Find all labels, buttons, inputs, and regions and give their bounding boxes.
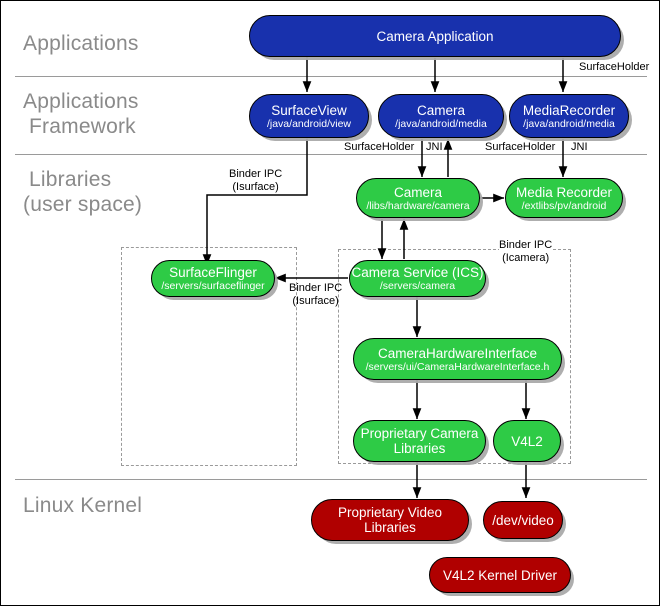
node-title: SurfaceFlinger [169, 265, 257, 280]
node-title: V4L2 Kernel Driver [442, 567, 558, 583]
node-title: /dev/video [492, 512, 554, 528]
node-subtitle: /java/android/media [395, 117, 487, 130]
node-title: Camera Service (ICS) [351, 265, 484, 280]
node-camera-native[interactable]: Camera /libs/hardware/camera [356, 178, 480, 218]
layer-label-linux-kernel: Linux Kernel [23, 494, 143, 517]
node-camera-hardware-interface[interactable]: CameraHardwareInterface /servers/ui/Came… [353, 338, 562, 380]
divider-libraries [15, 479, 647, 480]
node-mediarecorder-java[interactable]: MediaRecorder /java/android/media [509, 94, 629, 138]
node-v4l2[interactable]: V4L2 [493, 420, 561, 462]
node-title: Proprietary Camera Libraries [360, 426, 479, 456]
node-subtitle: /servers/camera [379, 280, 456, 292]
node-title: Media Recorder [515, 184, 613, 200]
node-title: SurfaceView [271, 102, 347, 118]
node-camera-service[interactable]: Camera Service (ICS) /servers/camera [349, 260, 486, 297]
node-title: Camera Application [376, 28, 494, 44]
node-subtitle: /extlibs/pv/android [521, 199, 607, 212]
node-proprietary-video-libraries[interactable]: Proprietary Video Libraries [311, 499, 469, 541]
edge-label-surfaceholder-mediarecorder: SurfaceHolder [485, 141, 556, 154]
edge-label-binder-ipc-icamera: Binder IPC (Icamera) [499, 239, 553, 265]
node-title: CameraHardwareInterface [377, 345, 538, 361]
divider-framework [15, 154, 647, 155]
divider-applications [15, 76, 647, 77]
node-media-recorder-native[interactable]: Media Recorder /extlibs/pv/android [505, 178, 623, 218]
edge-label-surfaceholder-top: SurfaceHolder [579, 61, 650, 74]
edge-label-jni-mediarecorder: JNI [571, 141, 588, 154]
node-title: Camera [416, 102, 465, 118]
layer-label-applications: Applications [23, 32, 139, 55]
node-proprietary-camera-libraries[interactable]: Proprietary Camera Libraries [353, 420, 486, 462]
node-dev-video[interactable]: /dev/video [483, 501, 563, 539]
node-title: V4L2 [511, 433, 543, 449]
layer-label-applications-framework: Applications Framework [23, 90, 139, 138]
edge-label-binder-ipc-isurface-top: Binder IPC (Isurface) [229, 168, 283, 194]
node-v4l2-kernel-driver[interactable]: V4L2 Kernel Driver [429, 557, 571, 593]
node-subtitle: /servers/ui/CameraHardwareInterface.h [365, 360, 550, 373]
node-subtitle: /servers/surfaceflinger [161, 280, 265, 292]
node-surfaceview[interactable]: SurfaceView /java/android/view [249, 94, 369, 138]
node-subtitle: /libs/hardware/camera [366, 199, 470, 212]
node-surfaceflinger[interactable]: SurfaceFlinger /servers/surfaceflinger [151, 260, 275, 297]
group-camera-service-process [338, 249, 571, 464]
edge-label-binder-ipc-isurface-mid: Binder IPC (Isurface) [289, 282, 343, 307]
node-camera-java[interactable]: Camera /java/android/media [378, 94, 504, 138]
node-title: Proprietary Video Libraries [337, 505, 443, 535]
node-subtitle: /java/android/media [523, 117, 615, 130]
node-subtitle: /java/android/view [266, 117, 352, 130]
node-camera-application[interactable]: Camera Application [249, 15, 621, 57]
edge-label-jni-camera: JNI [426, 141, 443, 154]
node-title: Camera [393, 184, 442, 200]
layer-label-libraries: Libraries (user space) [23, 168, 143, 216]
edge-label-surfaceholder-camera: SurfaceHolder [344, 141, 415, 154]
node-title: MediaRecorder [522, 102, 616, 118]
